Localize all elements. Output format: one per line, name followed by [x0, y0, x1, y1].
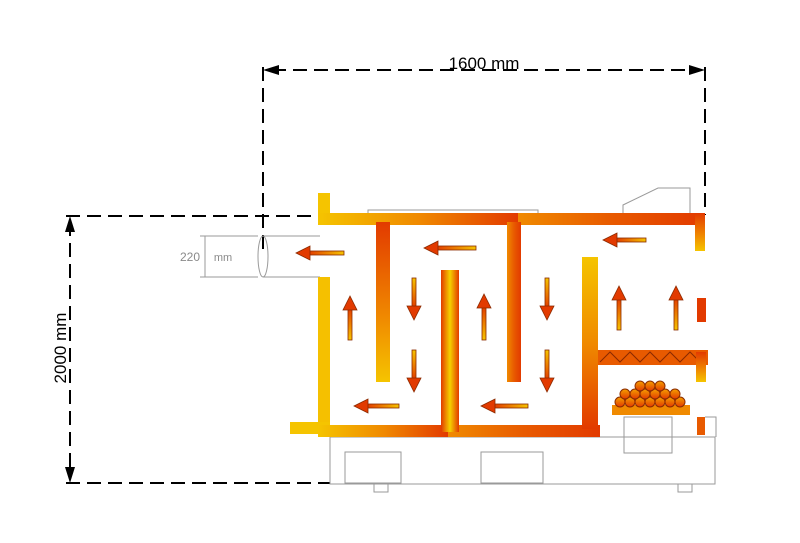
width-label: 1600 mm [449, 54, 520, 73]
flue-label-value: 220 [180, 250, 200, 264]
boiler-walls [290, 193, 717, 437]
fuel-logs [612, 380, 690, 415]
height-arrow-bottom-icon [65, 467, 75, 483]
arrow-up-icon [668, 285, 684, 331]
arrow-left-icon [295, 245, 345, 261]
flue-label-unit: mm [214, 252, 232, 264]
height-arrow-top-icon [65, 216, 75, 232]
top-hatch [622, 187, 691, 215]
arrow-up-icon [611, 285, 627, 331]
flow-arrows [295, 232, 684, 414]
arrow-down-icon [406, 277, 422, 321]
foot-right [677, 483, 693, 493]
height-label: 2000 mm [51, 313, 70, 384]
flue-pipe: 220 mm [180, 235, 320, 278]
foot-left [373, 483, 389, 493]
arrow-left-icon [423, 240, 477, 256]
width-arrow-right-icon [689, 65, 705, 75]
arrow-left-icon [353, 398, 400, 414]
width-dimension: 1600 mm [262, 54, 706, 250]
arrow-left-icon [602, 232, 647, 248]
width-arrow-left-icon [263, 65, 279, 75]
arrow-down-icon [539, 277, 555, 321]
arrow-down-icon [539, 349, 555, 393]
ash-pan [623, 416, 673, 454]
height-dimension: 2000 mm [51, 215, 330, 484]
arrow-left-icon [480, 398, 529, 414]
arrow-up-icon [342, 295, 358, 341]
arrow-up-icon [476, 293, 492, 341]
arrow-down-icon [406, 349, 422, 393]
